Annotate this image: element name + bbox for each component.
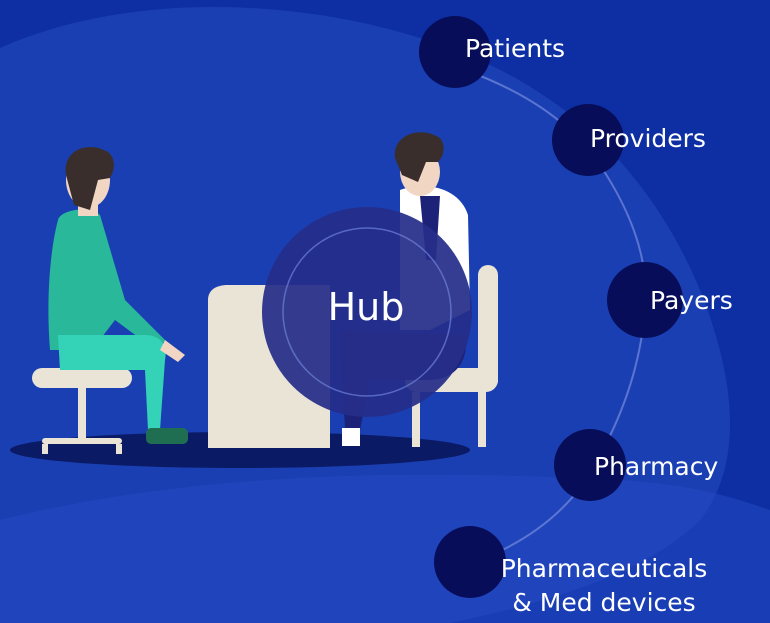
node-patients-circle [419,16,491,88]
node-pharmaceuticals-line1: Pharmaceuticals [500,554,708,583]
node-payers-label: Payers [650,286,733,315]
node-payers-circle [607,262,683,338]
background-band-lower [0,474,770,623]
node-patients-label: Patients [465,34,566,63]
node-pharmaceuticals-label: Pharmaceuticals & Med devices [470,552,738,620]
node-providers-circle [552,104,624,176]
node-providers-label: Providers [590,124,706,153]
node-pharmaceuticals-circle [434,526,506,598]
node-pharmaceuticals-line2: & Med devices [512,588,696,617]
hub-label: Hub [327,285,405,329]
hub-ring [282,227,452,397]
patient-chair [32,368,132,454]
node-pharmacy-label: Pharmacy [594,452,719,481]
hub-circle [262,207,472,417]
node-pharmacy-circle [554,429,626,501]
patient-figure [48,146,188,444]
